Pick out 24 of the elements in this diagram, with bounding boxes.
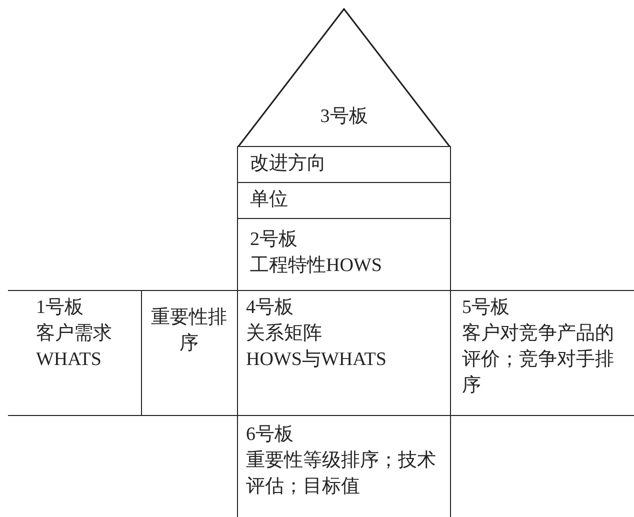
panel-box xyxy=(237,146,451,183)
panel-heading: 5号板 xyxy=(462,296,510,320)
panel-text: 重要性排序 xyxy=(150,306,228,356)
panel-box xyxy=(237,415,451,517)
panel-text: HOWS与WHATS xyxy=(246,348,388,372)
panel-text: 改进方向 xyxy=(250,152,327,176)
panel-box xyxy=(8,290,142,416)
panel-text: 3号板 xyxy=(319,105,369,129)
roof-panel xyxy=(237,8,451,147)
panel-heading: 6号板 xyxy=(246,423,294,447)
panel-text: 客户需求 xyxy=(36,322,113,346)
panel-heading: 1号板 xyxy=(36,296,84,320)
panel-text: WHATS xyxy=(36,348,102,372)
panel-box xyxy=(450,290,634,416)
panel-heading: 2号板 xyxy=(250,228,298,252)
panel-text: 单位 xyxy=(250,188,289,212)
panel-heading: 4号板 xyxy=(246,296,294,320)
panel-text: 工程特性HOWS xyxy=(250,254,383,278)
panel-box xyxy=(237,218,451,291)
panel-box xyxy=(141,290,238,416)
panel-text: 客户对竞争产品的评价；竞争对手排序 xyxy=(462,322,615,398)
panel-box xyxy=(237,182,451,219)
panel-text: 重要性等级排序；技术评估；目标值 xyxy=(246,449,437,499)
panel-text: 关系矩阵 xyxy=(246,322,323,346)
